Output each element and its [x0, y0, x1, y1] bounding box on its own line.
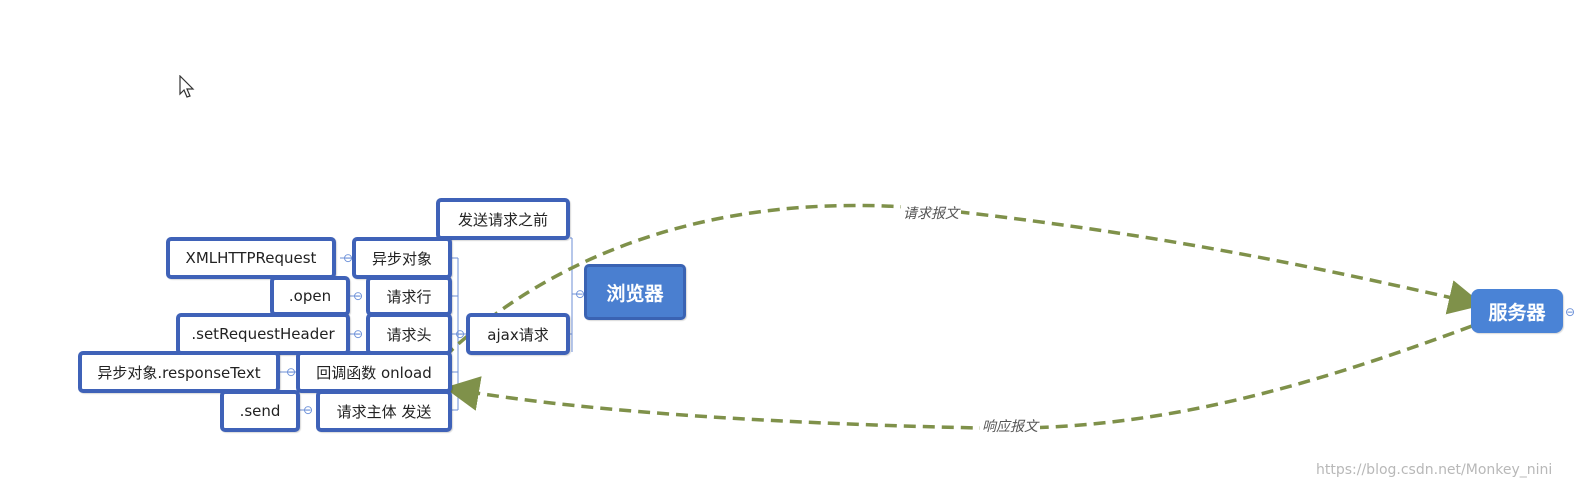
node-browser-root[interactable]: 浏览器 — [584, 264, 686, 320]
node-async-object[interactable]: 异步对象 — [352, 237, 452, 279]
node-set-request-header[interactable]: .setRequestHeader — [176, 313, 350, 355]
mouse-cursor-icon — [179, 75, 195, 98]
node-open[interactable]: .open — [270, 276, 350, 316]
collapse-toggle-icon[interactable]: ⊖ — [353, 327, 364, 341]
node-request-line[interactable]: 请求行 — [366, 276, 452, 316]
connector-root-branches — [571, 238, 580, 352]
node-server[interactable]: 服务器 — [1471, 289, 1563, 333]
node-send[interactable]: .send — [220, 390, 300, 432]
collapse-toggle-icon[interactable]: ⊖ — [1565, 305, 1576, 319]
collapse-toggle-icon[interactable]: ⊖ — [455, 327, 466, 341]
node-request-body[interactable]: 请求主体 发送 — [316, 390, 452, 432]
collapse-toggle-icon[interactable]: ⊖ — [575, 287, 586, 301]
node-callback[interactable]: 回调函数 onload — [296, 351, 452, 393]
collapse-toggle-icon[interactable]: ⊖ — [343, 251, 354, 265]
collapse-toggle-icon[interactable]: ⊖ — [303, 403, 314, 417]
node-request-header[interactable]: 请求头 — [366, 313, 452, 355]
edge-label-request: 请求报文 — [901, 203, 961, 223]
node-xmlhttprequest[interactable]: XMLHTTPRequest — [166, 237, 336, 279]
node-before-request[interactable]: 发送请求之前 — [436, 198, 570, 240]
collapse-toggle-icon[interactable]: ⊖ — [286, 365, 297, 379]
response-arrow — [444, 324, 1473, 431]
node-response-text[interactable]: 异步对象.responseText — [78, 351, 280, 393]
watermark-text: https://blog.csdn.net/Monkey_nini — [1316, 462, 1553, 478]
connector-ajax-children — [452, 257, 468, 411]
node-ajax-request[interactable]: ajax请求 — [466, 313, 570, 355]
edge-label-response: 响应报文 — [980, 416, 1040, 436]
collapse-toggle-icon[interactable]: ⊖ — [353, 289, 364, 303]
